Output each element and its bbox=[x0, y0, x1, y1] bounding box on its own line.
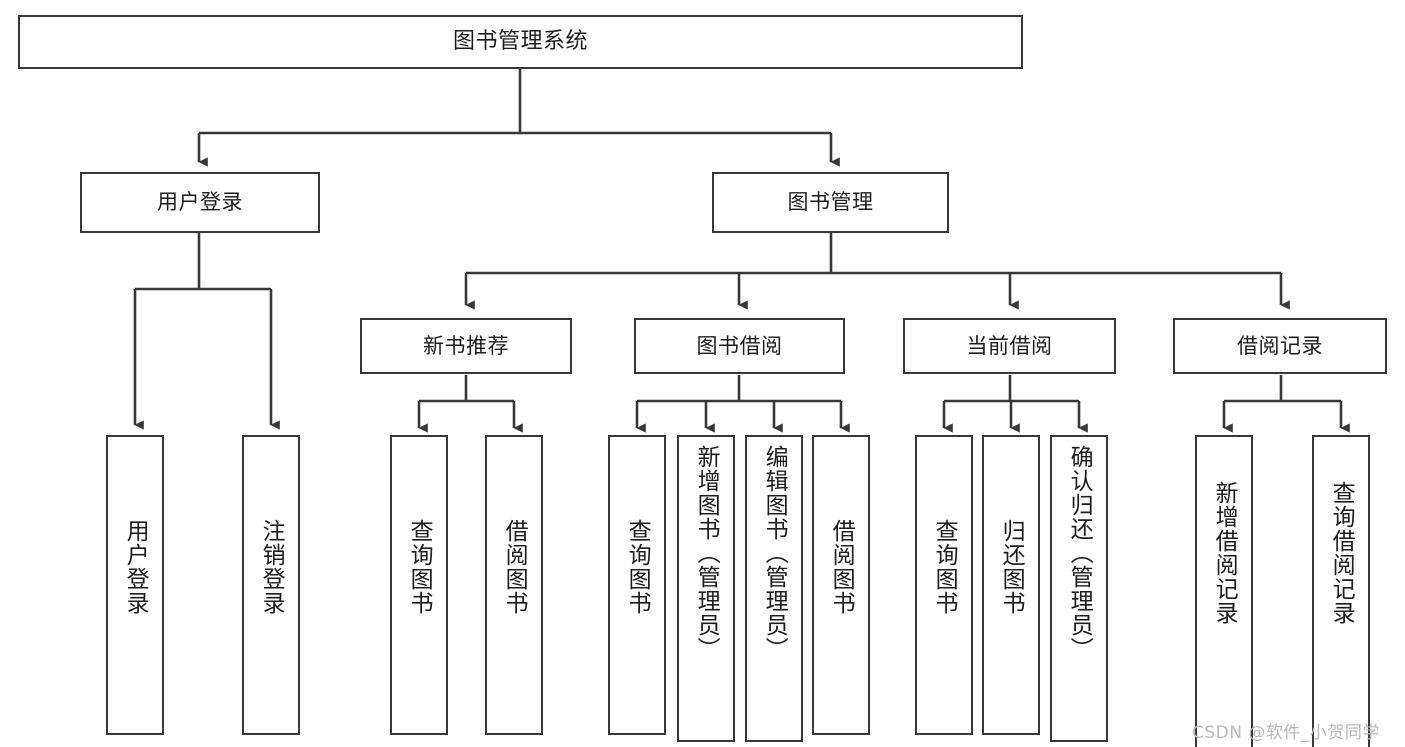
node-label: 用户登录 bbox=[122, 519, 149, 615]
leaf-return-book[interactable]: 归还图书 bbox=[982, 435, 1040, 735]
node-borrow-record[interactable]: 借阅记录 bbox=[1173, 318, 1387, 374]
leaf-add-book-admin[interactable]: 新增图书（管理员） bbox=[677, 435, 735, 742]
node-book-management[interactable]: 图书管理 bbox=[712, 172, 949, 233]
node-book-borrow[interactable]: 图书借阅 bbox=[634, 318, 845, 374]
node-label: 图书管理 bbox=[787, 190, 874, 215]
node-label: 图书借阅 bbox=[696, 333, 783, 358]
node-label: 查询图书 bbox=[406, 519, 433, 615]
node-label: 借阅图书 bbox=[501, 519, 528, 615]
node-label: 用户登录 bbox=[157, 190, 243, 215]
leaf-borrow-book[interactable]: 借阅图书 bbox=[812, 435, 870, 735]
leaf-add-borrow-record[interactable]: 新增借阅记录 bbox=[1195, 435, 1253, 747]
csdn-watermark: CSDN @软件_小贺同学 bbox=[1192, 718, 1380, 743]
leaf-query-book-recommend[interactable]: 查询图书 bbox=[390, 435, 448, 735]
node-label: 确认归还（管理员） bbox=[1066, 445, 1093, 661]
node-label: 借阅图书 bbox=[828, 519, 855, 615]
leaf-user-login[interactable]: 用户登录 bbox=[106, 435, 164, 735]
node-label: 归还图书 bbox=[998, 519, 1025, 615]
node-label: 图书管理系统 bbox=[452, 29, 588, 55]
node-user-login[interactable]: 用户登录 bbox=[80, 172, 320, 233]
leaf-query-book-borrow[interactable]: 查询图书 bbox=[608, 435, 666, 735]
node-root-system[interactable]: 图书管理系统 bbox=[18, 15, 1023, 69]
node-label: 新增图书（管理员） bbox=[693, 445, 720, 661]
node-label: 编辑图书（管理员） bbox=[761, 445, 788, 661]
leaf-edit-book-admin[interactable]: 编辑图书（管理员） bbox=[745, 435, 803, 742]
node-current-borrow[interactable]: 当前借阅 bbox=[903, 318, 1116, 374]
node-label: 查询借阅记录 bbox=[1328, 481, 1355, 625]
node-label: 新增借阅记录 bbox=[1211, 481, 1238, 625]
node-label: 当前借阅 bbox=[966, 333, 1053, 358]
leaf-borrow-book-recommend[interactable]: 借阅图书 bbox=[485, 435, 543, 735]
node-label: 查询图书 bbox=[624, 519, 651, 615]
node-label: 新书推荐 bbox=[423, 333, 509, 358]
leaf-logout[interactable]: 注销登录 bbox=[242, 435, 300, 735]
leaf-confirm-return-admin[interactable]: 确认归还（管理员） bbox=[1050, 435, 1108, 742]
node-label: 查询图书 bbox=[931, 519, 958, 615]
leaf-query-book-current[interactable]: 查询图书 bbox=[915, 435, 973, 735]
leaf-query-borrow-record[interactable]: 查询借阅记录 bbox=[1312, 435, 1370, 747]
watermark-text: CSDN @软件_小贺同学 bbox=[1192, 723, 1380, 743]
node-label: 注销登录 bbox=[258, 519, 285, 615]
node-label: 借阅记录 bbox=[1237, 333, 1323, 358]
node-new-book-recommend[interactable]: 新书推荐 bbox=[360, 318, 572, 374]
